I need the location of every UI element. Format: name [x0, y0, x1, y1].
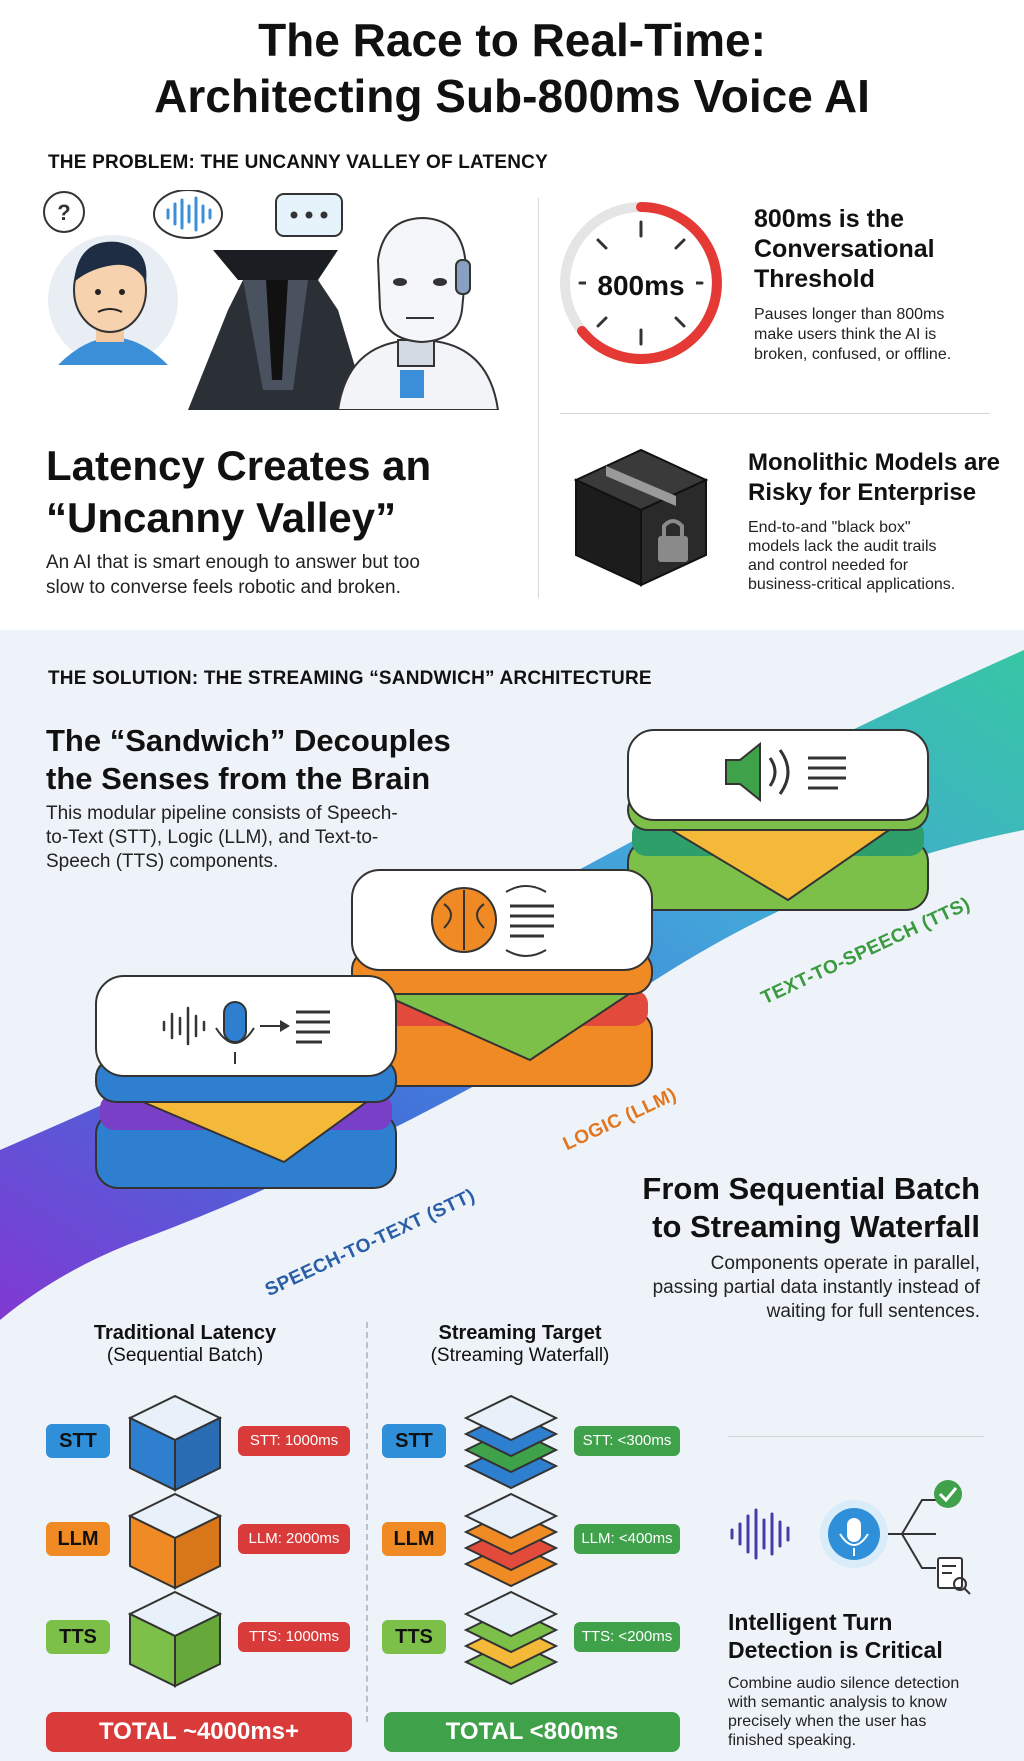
- turn-divider: [728, 1436, 984, 1437]
- problem-section-label: THE PROBLEM: THE UNCANNY VALLEY OF LATEN…: [48, 152, 548, 173]
- turn-detection-illustration: [730, 1480, 971, 1595]
- traditional-cube-tts: [127, 1590, 223, 1688]
- problem-divider-vertical: [538, 198, 539, 598]
- turn-body: Combine audio silence detection with sem…: [728, 1675, 960, 1749]
- problem-divider-horizontal: [560, 413, 990, 414]
- mono-body: End-to-and "black box" models lack the a…: [748, 519, 956, 593]
- traditional-tag-llm: LLM: [46, 1522, 110, 1556]
- streaming-tag-tts: TTS: [382, 1620, 446, 1654]
- checkmark-icon: [934, 1480, 962, 1508]
- threshold-heading: 800ms is the Conversational Threshold: [754, 205, 935, 293]
- valley-chasm: [188, 250, 368, 410]
- traditional-total: TOTAL ~4000ms+: [46, 1712, 352, 1752]
- waterfall-heading: From Sequential Batch to Streaming Water…: [642, 1171, 980, 1244]
- streaming-total: TOTAL <800ms: [384, 1712, 680, 1752]
- traditional-title: Traditional Latency (Sequential Batch): [93, 1322, 277, 1366]
- sandwich-stt: [95, 975, 398, 1189]
- microphone-icon: [162, 1001, 330, 1064]
- svg-text:?: ?: [57, 200, 70, 225]
- streaming-tag-stt: STT: [382, 1424, 446, 1458]
- waterfall-body: Components operate in parallel, passing …: [652, 1253, 980, 1322]
- title-line2: Architecting Sub-800ms Voice AI: [154, 70, 870, 122]
- streaming-stack-llm: [463, 1492, 559, 1588]
- valley-heading: Latency Creates an “Uncanny Valley”: [46, 442, 432, 541]
- timer-text: 800ms: [586, 270, 696, 302]
- document-search-icon: [937, 1557, 971, 1595]
- threshold-body: Pauses longer than 800ms make users thin…: [754, 306, 952, 363]
- brain-icon: [431, 887, 497, 953]
- solution-section-label: THE SOLUTION: THE STREAMING “SANDWICH” A…: [48, 668, 652, 689]
- sandwich-llm: [349, 869, 654, 1087]
- sandwich-tts: [627, 729, 929, 911]
- streaming-value-tts: TTS: <200ms: [574, 1622, 680, 1652]
- traditional-value-tts: TTS: 1000ms: [238, 1622, 350, 1652]
- valley-body: An AI that is smart enough to answer but…: [46, 552, 420, 598]
- sandwich-body: This modular pipeline consists of Speech…: [46, 803, 398, 872]
- title-line1: The Race to Real-Time:: [258, 14, 766, 66]
- streaming-title: Streaming Target (Streaming Waterfall): [430, 1322, 610, 1366]
- microphone-icon: [820, 1500, 888, 1568]
- mono-heading: Monolithic Models are Risky for Enterpri…: [748, 449, 1001, 506]
- question-icon: ?: [43, 191, 85, 233]
- lock-box-icon: [573, 448, 709, 587]
- sandwich-heading: The “Sandwich” Decouples the Senses from…: [46, 723, 451, 796]
- ellipsis-icon: [275, 193, 343, 237]
- speaker-icon: [725, 741, 846, 803]
- traditional-value-llm: LLM: 2000ms: [238, 1524, 350, 1554]
- traditional-tag-tts: TTS: [46, 1620, 110, 1654]
- person-icon: [48, 235, 178, 365]
- streaming-value-stt: STT: <300ms: [574, 1426, 680, 1456]
- turn-heading: Intelligent Turn Detection is Critical: [728, 1609, 943, 1663]
- streaming-stack-stt: [463, 1394, 559, 1490]
- traditional-cube-llm: [127, 1492, 223, 1590]
- traditional-tag-stt: STT: [46, 1424, 110, 1458]
- traditional-value-stt: STT: 1000ms: [238, 1426, 350, 1456]
- streaming-stack-tts: [463, 1590, 559, 1686]
- waveform-icon: [153, 190, 223, 239]
- streaming-value-llm: LLM: <400ms: [574, 1524, 680, 1554]
- traditional-cube-stt: [127, 1394, 223, 1492]
- comparison-divider: [366, 1322, 368, 1722]
- uncanny-valley-illustration: ?: [43, 190, 500, 410]
- robot-icon: [336, 216, 500, 410]
- waveform-icon: [730, 1508, 790, 1560]
- page-title: The Race to Real-Time: Architecting Sub-…: [0, 12, 1024, 124]
- streaming-tag-llm: LLM: [382, 1522, 446, 1556]
